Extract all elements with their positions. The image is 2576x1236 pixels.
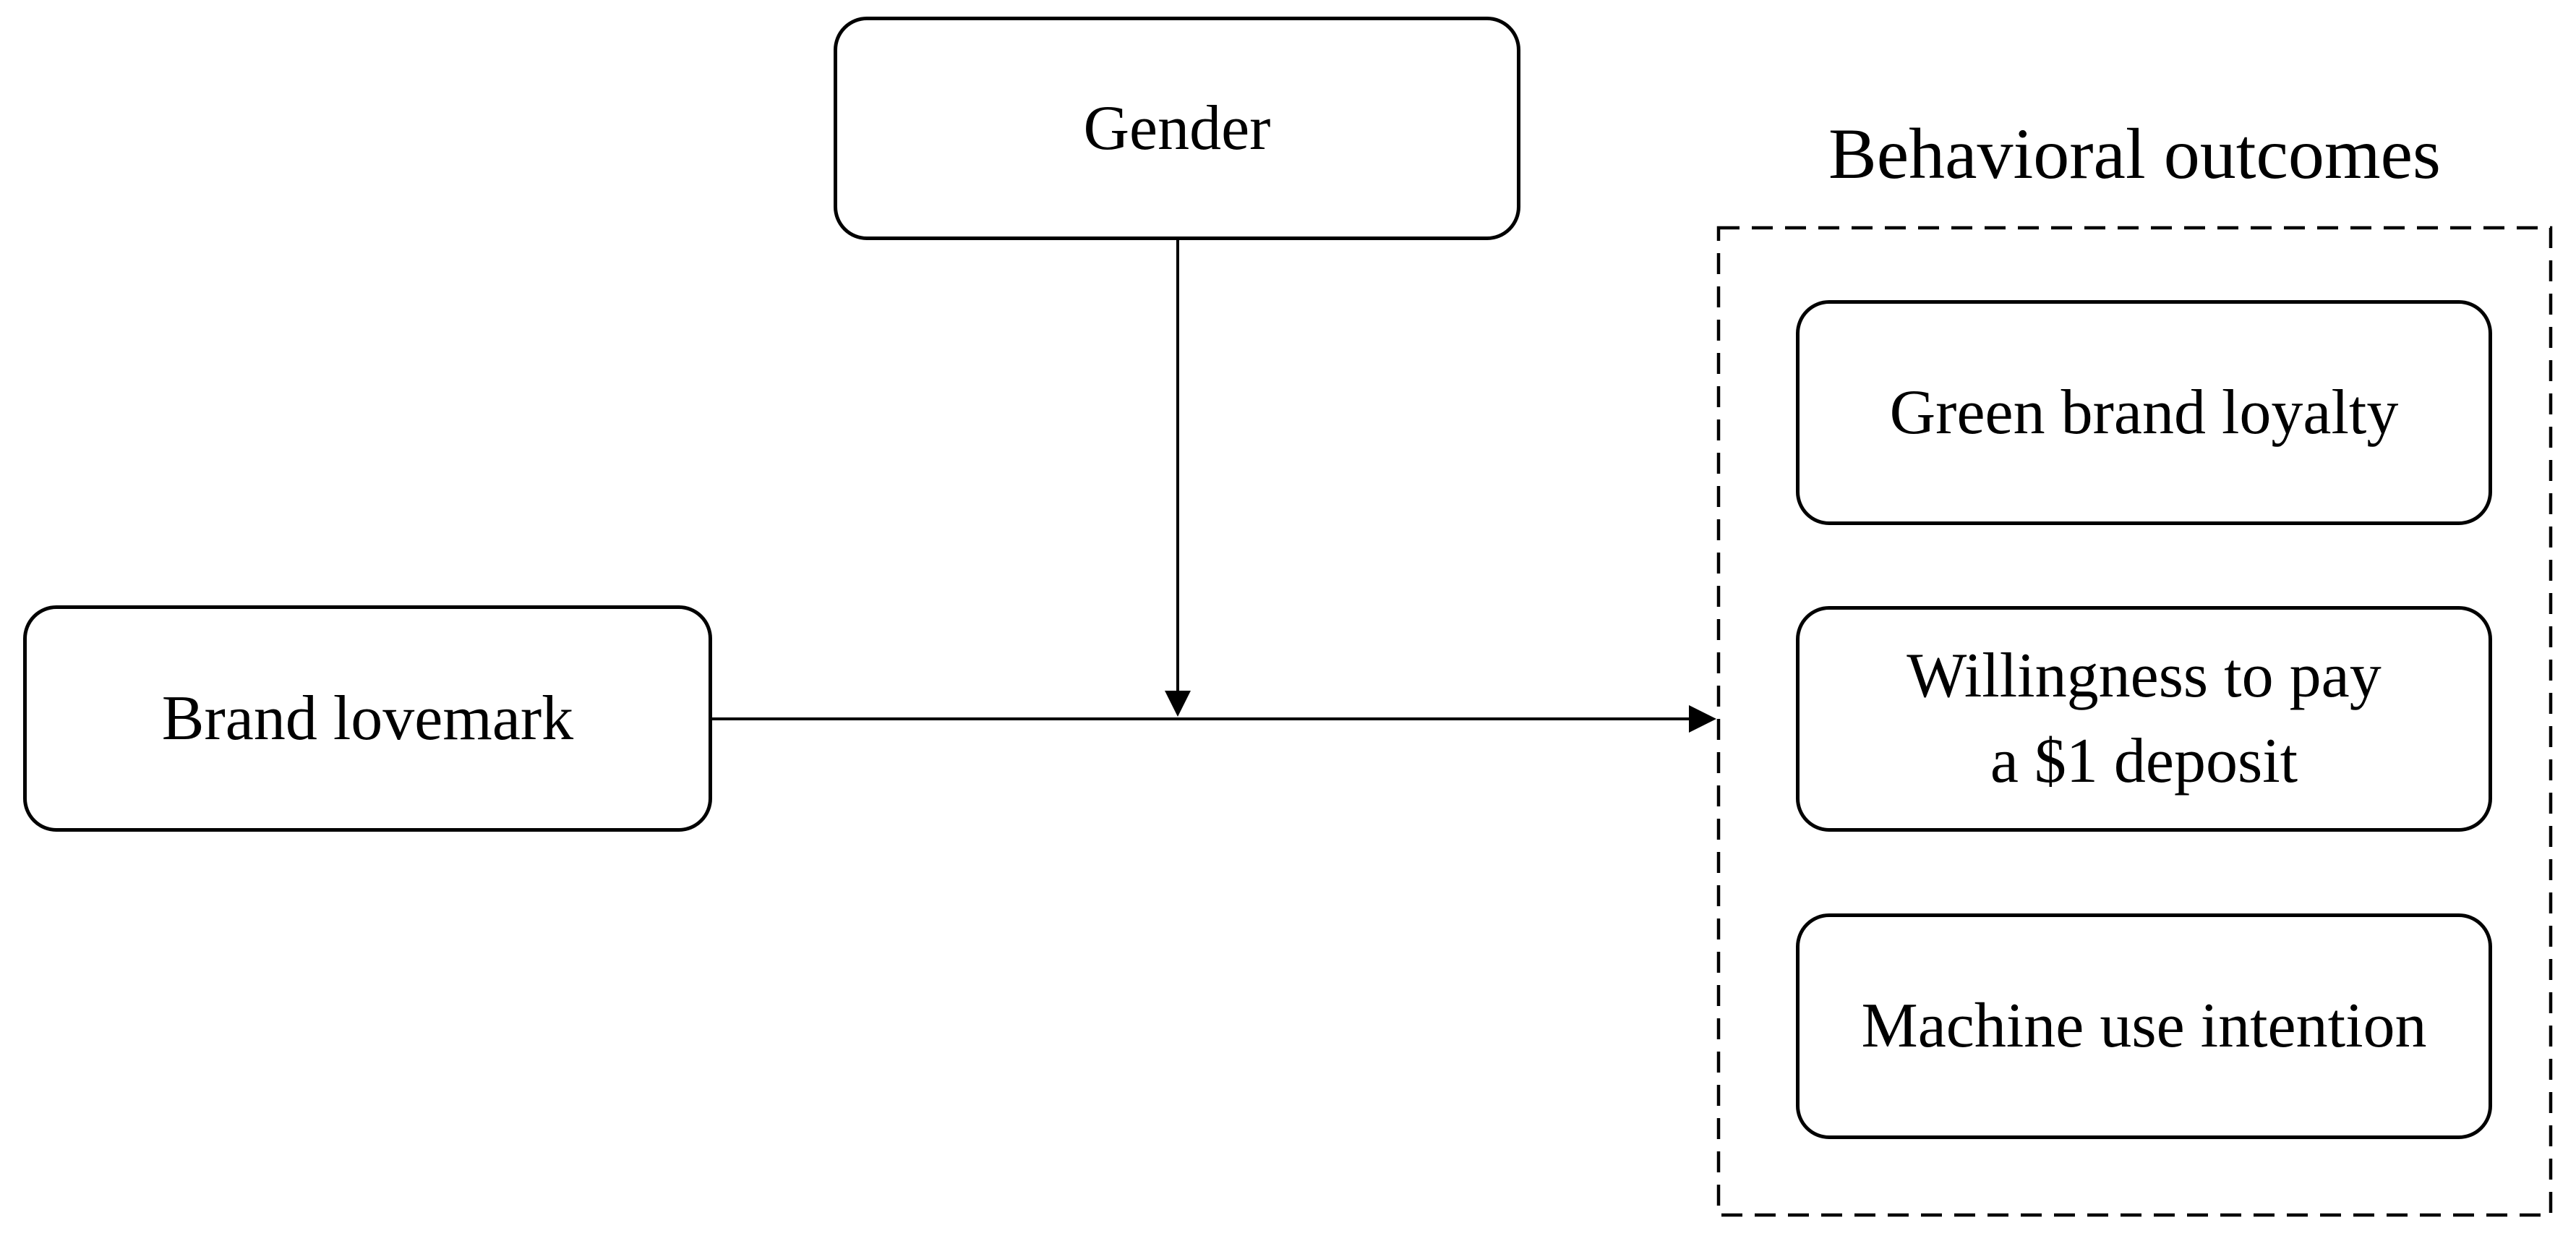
behavioral-outcomes-title: Behavioral outcomes — [1828, 114, 2441, 194]
willingness-line-2: a $1 deposit — [1990, 726, 2298, 796]
node-gender: Gender — [834, 17, 1520, 240]
arrowhead-right-icon — [1689, 705, 1716, 733]
node-gender-label: Gender — [1083, 93, 1271, 163]
willingness-line-1: Willingness to pay — [1907, 641, 2382, 711]
node-willingness-to-pay-label: Willingness to pay a $1 deposit — [1907, 634, 2381, 804]
node-green-brand-loyalty: Green brand loyalty — [1796, 300, 2492, 525]
node-machine-use-intention: Machine use intention — [1796, 913, 2492, 1139]
brand-to-outcomes-arrow — [712, 705, 1716, 733]
node-green-brand-loyalty-label: Green brand loyalty — [1889, 377, 2399, 448]
node-brand-lovemark-label: Brand lovemark — [161, 683, 574, 754]
gender-moderation-arrow — [1165, 240, 1191, 717]
node-brand-lovemark: Brand lovemark — [23, 605, 712, 832]
arrowhead-down-icon — [1165, 691, 1191, 717]
node-willingness-to-pay: Willingness to pay a $1 deposit — [1796, 606, 2492, 832]
node-machine-use-intention-label: Machine use intention — [1861, 991, 2427, 1061]
